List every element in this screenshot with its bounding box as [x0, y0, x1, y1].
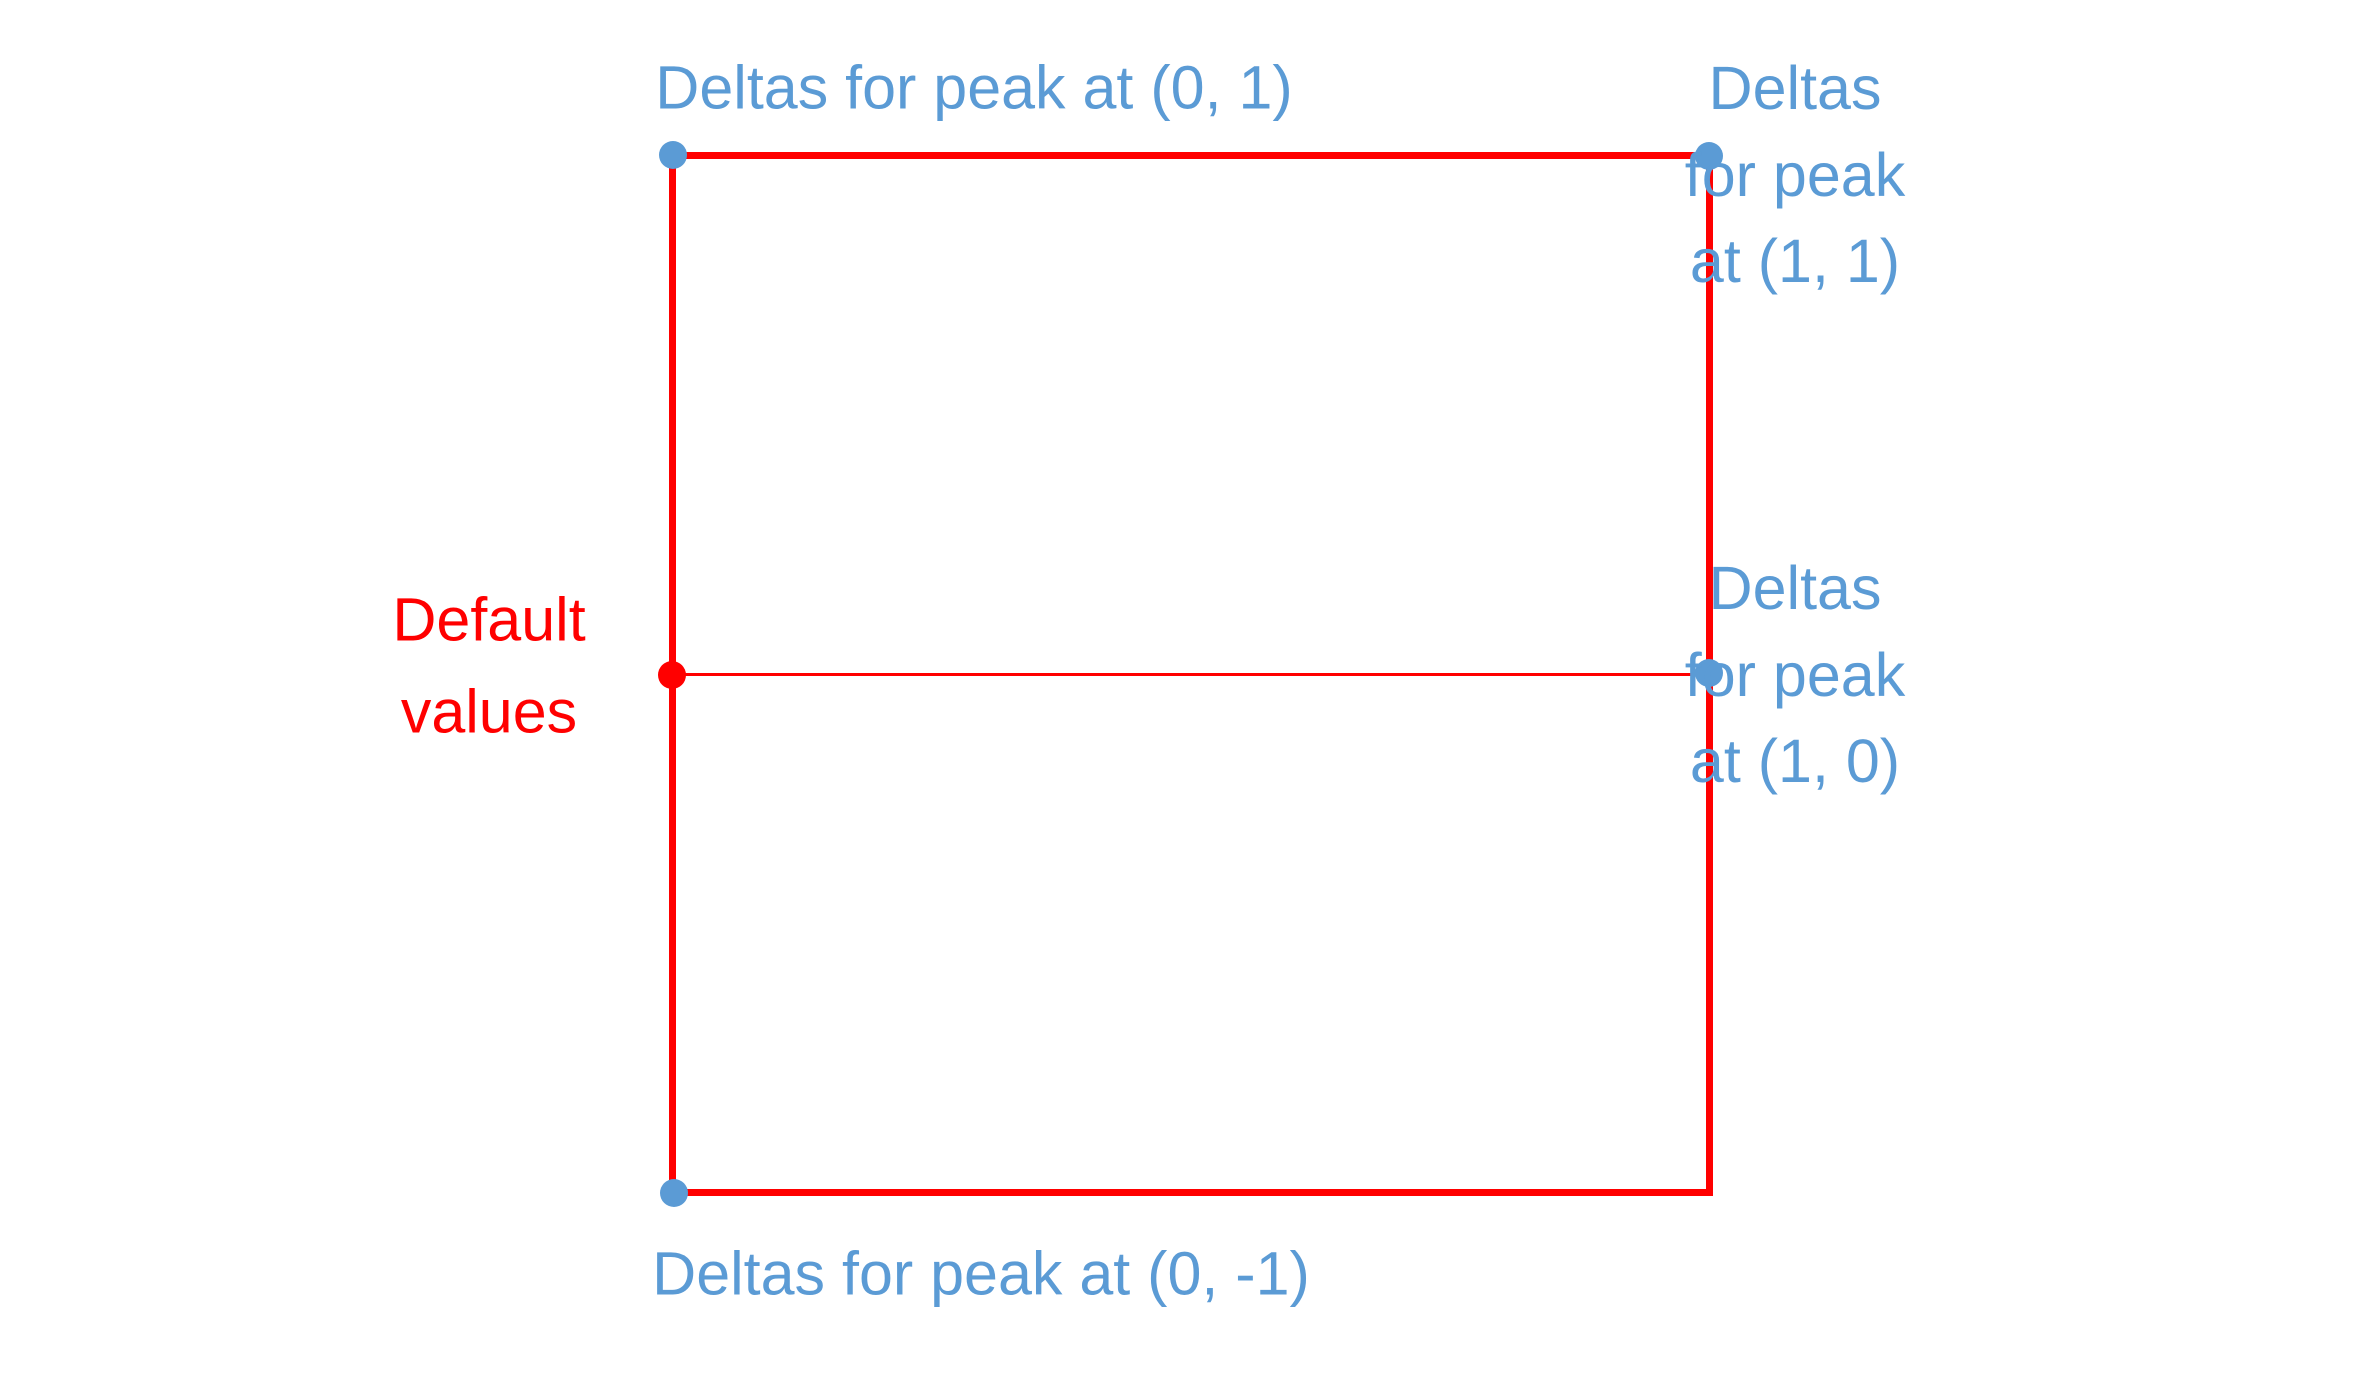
label-peak-0-1: Deltas for peak at (0, 1): [655, 53, 1293, 122]
label-peak-1-0-line2: for peak: [1684, 640, 1906, 709]
label-default-values: Default values: [392, 575, 585, 758]
default-values-line: [672, 673, 1708, 676]
marker-peak-1-0-icon: [1695, 659, 1723, 687]
label-peak-1-0: Deltas for peak at (1, 0): [1685, 545, 1905, 805]
label-peak-1-1-line3: at (1, 1): [1689, 227, 1901, 296]
label-peak-1-1-line2: for peak: [1684, 140, 1906, 209]
label-peak-1-1: Deltas for peak at (1, 1): [1685, 45, 1905, 305]
label-default-values-line2: values: [400, 677, 578, 745]
label-peak-1-1-line1: Deltas: [1708, 54, 1882, 123]
label-peak-1-0-line1: Deltas: [1708, 554, 1882, 623]
label-peak-1-0-line3: at (1, 0): [1689, 727, 1901, 796]
label-default-values-line1: Default: [392, 585, 586, 654]
marker-peak-0-neg1-icon: [660, 1179, 688, 1207]
marker-peak-1-1-icon: [1695, 142, 1723, 170]
label-peak-0-neg1: Deltas for peak at (0, -1): [652, 1239, 1310, 1308]
marker-peak-0-1-icon: [659, 141, 687, 169]
marker-default-values-icon: [658, 661, 686, 689]
